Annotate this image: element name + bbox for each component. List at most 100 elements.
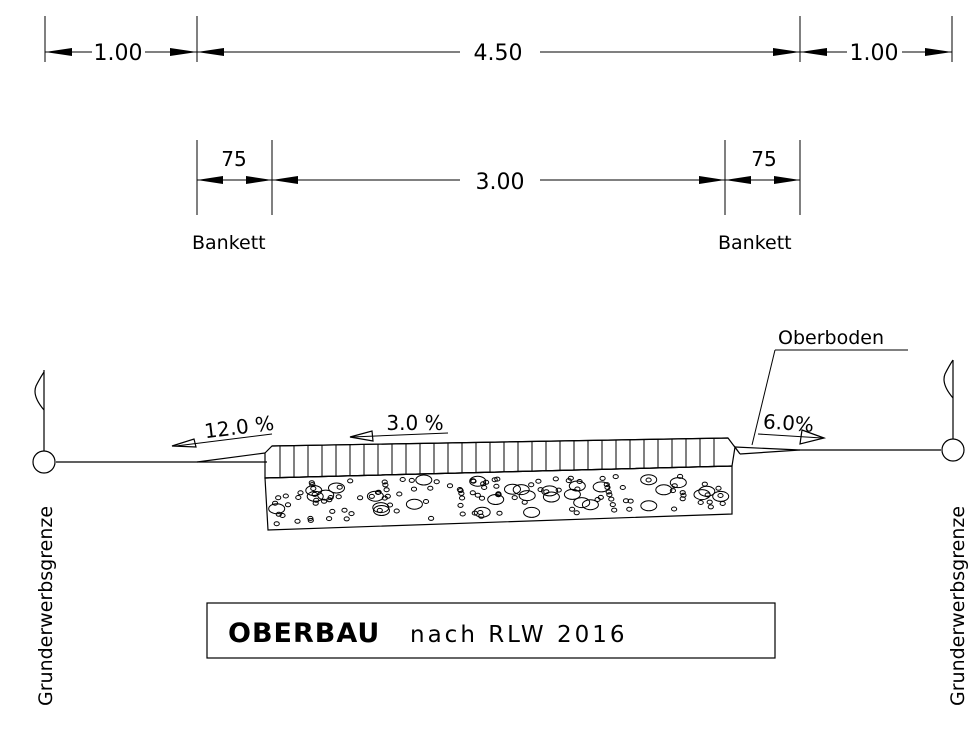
gravel-stone (640, 500, 658, 512)
gravel-stone (399, 477, 406, 482)
arrowhead (171, 438, 197, 448)
arrowhead (246, 176, 272, 184)
label-bankett-right: Bankett (718, 232, 792, 254)
gravel-stone (393, 508, 400, 514)
gravel-stone (552, 476, 559, 482)
gravel-stone (295, 495, 302, 500)
gravel-stone (317, 489, 335, 501)
gravel-stone (597, 494, 604, 500)
gravel-stone (268, 503, 286, 515)
gravel-stone (275, 495, 282, 501)
gravel-stone (433, 479, 440, 485)
gravel-stone (405, 498, 423, 510)
gravel-stone (717, 493, 724, 498)
shoulder-right-bottom (739, 449, 801, 455)
gravel-stone (294, 518, 301, 524)
gravel-stone (523, 506, 541, 518)
gravel-stone (555, 487, 562, 493)
slope-left-label: 12.0 % (203, 411, 275, 443)
gravel-stone (474, 492, 481, 498)
gravel-stone (542, 491, 560, 503)
gravel-stone (341, 507, 348, 513)
gravel-stone (326, 516, 333, 522)
gravel-stone (669, 488, 677, 494)
gravel-stone (671, 483, 678, 489)
gravel-stone (573, 510, 580, 516)
slope-arrow-right (757, 433, 823, 439)
gravel-stone (458, 490, 465, 496)
gravel-stone (541, 485, 559, 497)
gravel-stone (573, 497, 591, 509)
gravel-stone (535, 478, 542, 484)
gravel-stone (348, 511, 355, 517)
gravel-stone (410, 486, 418, 492)
gravel-stone (469, 490, 476, 496)
gravel-stone (612, 474, 619, 480)
arrowhead (799, 429, 827, 445)
gravel-stone (671, 506, 678, 512)
boundary-marker-right: Grunderwerbsgrenze (941, 359, 969, 706)
road-cross-section: 12.0 % 3.0 % 6.0% Oberboden (56, 327, 941, 531)
gravel-stone (693, 489, 711, 501)
gravel-stone (473, 506, 491, 518)
arrowhead (170, 48, 197, 56)
gravel-stone (512, 484, 530, 496)
gravel-stone (459, 511, 466, 517)
slope-right-label: 6.0% (762, 409, 814, 436)
gravel-stone (382, 482, 389, 488)
gravel-stone (357, 495, 364, 501)
gravel-stone (712, 490, 730, 502)
dimension-middle: 4.50 (474, 41, 523, 66)
shoulder-left (196, 452, 266, 463)
label-grunderwerb-left: Grunderwerbsgrenze (35, 506, 57, 706)
gravel-stone (275, 511, 282, 517)
dimension-bankett-right: 75 (751, 147, 776, 171)
gravel-stone (622, 498, 630, 504)
gravel-stone (376, 507, 383, 513)
gravel-stone (576, 479, 583, 484)
gravel-stone (328, 482, 345, 494)
gravel-stone (386, 502, 394, 508)
gravel-stone (495, 492, 502, 498)
boundary-circle-icon (32, 450, 56, 474)
gravel-stone (491, 477, 498, 483)
title-box: OBERBAU nach RLW 2016 (206, 602, 776, 659)
gravel-stone (368, 493, 375, 499)
gravel-pattern (268, 473, 730, 527)
arrowhead (925, 48, 952, 56)
gravel-stone (381, 479, 388, 485)
dimension-bankett-left: 75 (221, 147, 246, 171)
dimension-left: 1.00 (94, 41, 143, 66)
base-course (264, 465, 733, 531)
gravel-stone (511, 495, 518, 501)
gravel-stone (457, 502, 464, 508)
gravel-stone (415, 474, 433, 486)
gravel-stone (606, 492, 613, 498)
slope-center-label: 3.0 % (386, 411, 443, 435)
gravel-stone (297, 490, 304, 496)
gravel-stone (284, 502, 292, 508)
gravel-stone (422, 499, 430, 504)
gravel-stone (457, 488, 464, 494)
gravel-stone (335, 494, 342, 500)
boundary-circle-icon (941, 438, 965, 462)
top-dimension-chain: 1.00 4.50 1.00 (44, 16, 953, 66)
gravel-stone (336, 484, 343, 490)
gravel-stone (627, 498, 634, 504)
gravel-stone (329, 508, 336, 514)
gravel-stone (374, 490, 382, 495)
gravel-stone (608, 496, 615, 502)
arrowhead (699, 176, 725, 184)
label-bankett-left: Bankett (192, 232, 266, 254)
gravel-stone (459, 495, 466, 501)
gravel-stone (427, 485, 434, 491)
gravel-stone (313, 497, 320, 503)
gravel-stone (521, 499, 528, 505)
slope-arrow-left (175, 433, 273, 447)
label-oberboden: Oberboden (778, 327, 884, 349)
gravel-stone (640, 474, 658, 486)
gravel-stone (469, 475, 487, 487)
arrowhead (773, 48, 800, 56)
gravel-stone (518, 490, 536, 502)
